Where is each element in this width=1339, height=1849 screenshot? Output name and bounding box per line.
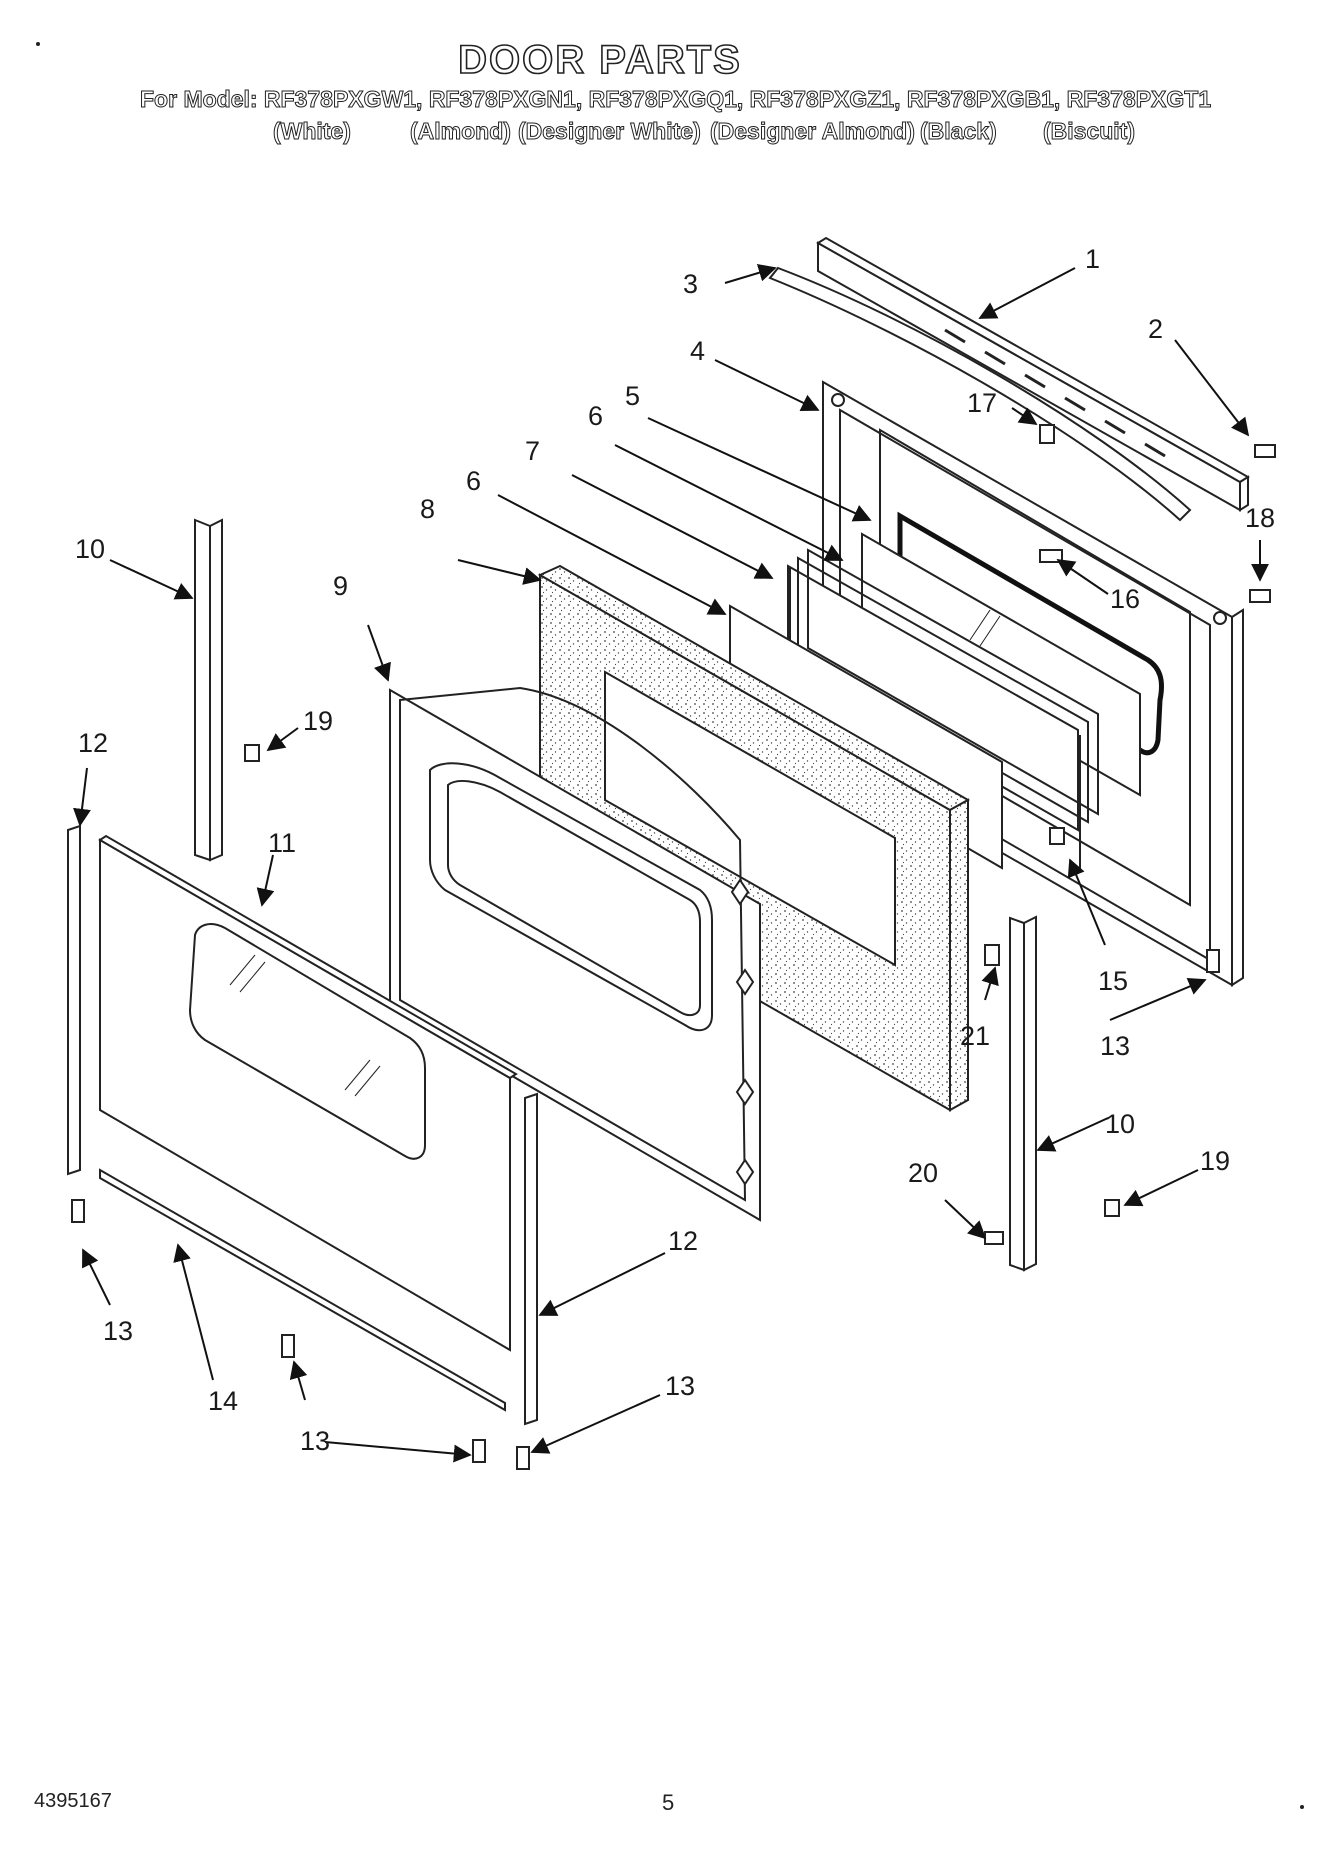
callout-6-front: 6 [466, 466, 481, 496]
variant-designer-almond: (Designer Almond) [710, 118, 916, 145]
part-14-bottom-trim [99, 1168, 506, 1412]
callout-19-left: 19 [303, 706, 333, 736]
variant-designer-white: (Designer White) [518, 118, 702, 145]
callout-8: 8 [420, 494, 435, 524]
leader-arrows [73, 264, 1269, 1463]
callout-10-right: 10 [1105, 1109, 1135, 1139]
part-21-pin [984, 944, 1000, 966]
part-19-clip-right [1104, 1199, 1120, 1217]
variant-biscuit: (Biscuit) [1043, 118, 1136, 145]
callout-20: 20 [908, 1158, 938, 1188]
callout-19-right: 19 [1200, 1146, 1230, 1176]
page-number: 5 [662, 1790, 675, 1815]
part-19-clip-left [244, 744, 260, 762]
callout-12-right: 12 [668, 1226, 698, 1256]
callout-5: 5 [625, 381, 640, 411]
callout-11: 11 [268, 828, 296, 858]
part-12-right-trim [524, 1092, 538, 1426]
callout-6-rear: 6 [588, 401, 603, 431]
part-17-screw [1039, 424, 1055, 444]
part-15-clip [1049, 827, 1065, 845]
part-16-bracket [1039, 549, 1063, 563]
page-title: DOOR PARTS [457, 37, 742, 83]
callout-14: 14 [208, 1386, 238, 1416]
part-13-screw-b [281, 1334, 295, 1358]
model-list: For Model: RF378PXGW1, RF378PXGN1, RF378… [139, 86, 1212, 113]
callout-3: 3 [683, 269, 698, 299]
callout-18: 18 [1245, 503, 1275, 533]
part-5-door-gasket [897, 511, 1164, 756]
part-9-door-liner [389, 686, 761, 1222]
part-13-screw-d [516, 1446, 530, 1470]
part-8-insulation [537, 564, 971, 1112]
callout-17: 17 [967, 388, 997, 418]
document-number: 4395167 [34, 1790, 112, 1812]
callout-21: 21 [960, 1021, 990, 1051]
callout-13-bottom-right: 13 [665, 1371, 695, 1401]
part-3-door-handle [768, 266, 1192, 522]
part-13-screw-a [71, 1199, 85, 1223]
part-10-hinge-channel-left [194, 518, 223, 862]
corner-dot-bottom-right [1300, 1805, 1304, 1809]
callout-13-right: 13 [1100, 1031, 1130, 1061]
part-1-vent-trim [816, 236, 1250, 512]
variant-white: (White) [273, 118, 352, 145]
variant-black: (Black) [920, 118, 998, 145]
callout-13-bottom-left: 13 [300, 1426, 330, 1456]
variant-almond: (Almond) [410, 118, 512, 145]
part-2-screw [1254, 444, 1276, 458]
part-20-screw [984, 1231, 1004, 1245]
callout-7: 7 [525, 436, 540, 466]
part-11-outer-door-panel [98, 834, 518, 1352]
callouts: 1 2 3 4 5 6 7 6 8 9 10 17 16 18 19 12 11… [75, 244, 1275, 1456]
callout-10-left: 10 [75, 534, 105, 564]
part-18-screw [1249, 589, 1271, 603]
corner-dot-top-left [36, 42, 40, 46]
callout-15: 15 [1098, 966, 1128, 996]
callout-1: 1 [1085, 244, 1100, 274]
callout-13-left: 13 [103, 1316, 133, 1346]
part-7-glass-pack [787, 548, 1099, 870]
callout-16: 16 [1110, 584, 1140, 614]
part-13-screw-c [472, 1439, 486, 1463]
part-12-left-trim [67, 824, 81, 1176]
callout-9: 9 [333, 571, 348, 601]
part-13-screw-e [1206, 949, 1220, 973]
part-10-hinge-channel-right [1009, 915, 1037, 1272]
callout-4: 4 [690, 336, 705, 366]
callout-2: 2 [1148, 314, 1163, 344]
callout-12-left: 12 [78, 728, 108, 758]
hardware-fasteners [71, 424, 1276, 1470]
